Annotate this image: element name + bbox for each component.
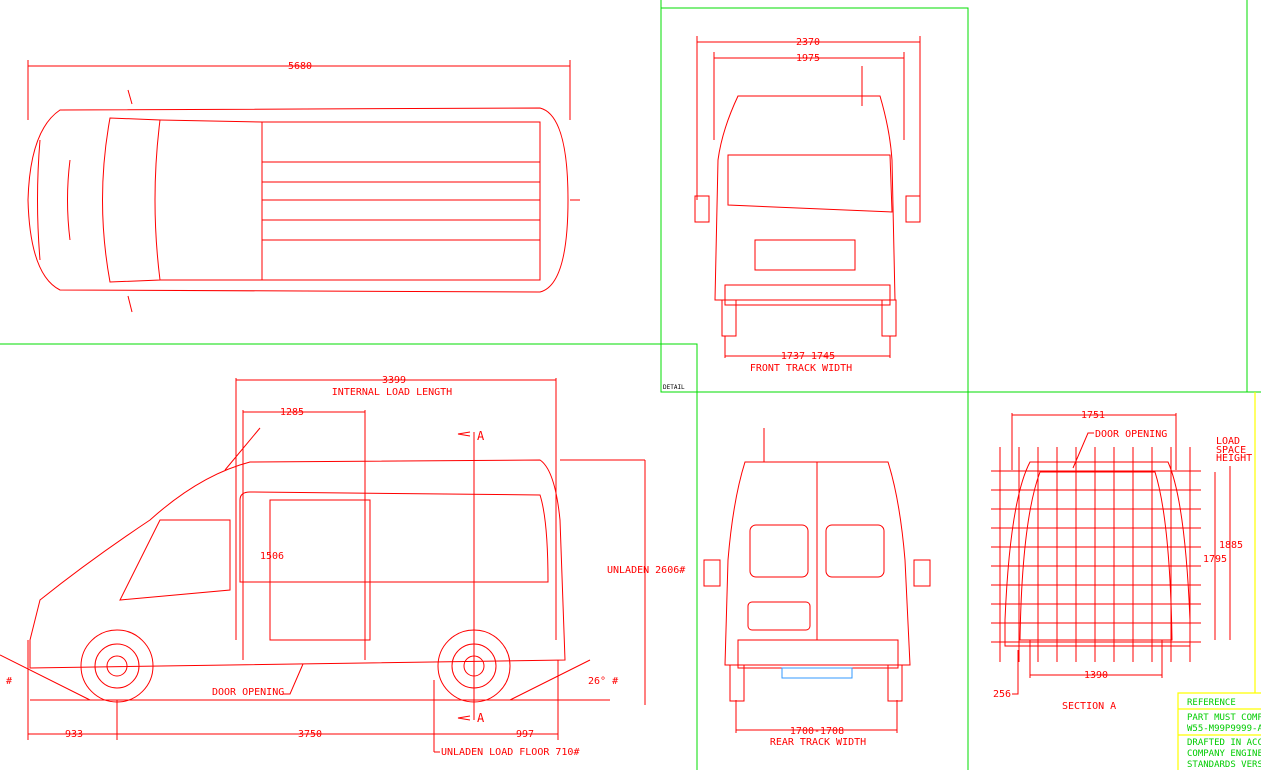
section-marker-top: A (477, 429, 485, 443)
door-width-dimension: 1285 (280, 407, 304, 418)
title-block-line-2: W55-M99P9999-A1 (1187, 724, 1261, 734)
front-view: 2370 1975 1737-1745 FRONT TRACK WIDTH (694, 36, 921, 374)
approach-angle: 8° # (0, 676, 12, 687)
title-block-line-1: PART MUST COMPL (1187, 713, 1261, 723)
plan-length-dimension: 5680 (288, 61, 312, 72)
section-marker-bottom: A (477, 711, 485, 725)
detail-label: DETAIL (663, 384, 685, 391)
front-overhang-dimension: 933 (65, 729, 83, 740)
front-track-width-value: 1737-1745 (781, 351, 835, 362)
section-height-outer: 1885 (1219, 540, 1243, 551)
title-block-line-4: COMPANY ENGINEER (1187, 749, 1261, 759)
section-floor-width: 1390 (1084, 670, 1108, 681)
load-space-height-label-2: SPACE (1216, 445, 1246, 456)
rear-track-width-label: REAR TRACK WIDTH (770, 737, 866, 748)
load-length-dimension: 3399 (382, 375, 406, 386)
rear-track-width-value: 1700-1708 (790, 726, 844, 737)
load-space-height-label-1: LOAD (1216, 436, 1240, 447)
load-floor-height: UNLADEN LOAD FLOOR 710# (441, 747, 579, 758)
plan-view: 5680 (27, 60, 580, 313)
load-space-height-label-3: HEIGHT (1216, 453, 1252, 464)
title-block: REFERENCE PART MUST COMPL W55-M99P9999-A… (1177, 392, 1261, 770)
section-height-inner: 1795 (1203, 554, 1227, 565)
load-length-label: INTERNAL LOAD LENGTH (332, 387, 452, 398)
front-overall-width: 2370 (796, 37, 820, 48)
reference-label: REFERENCE (1187, 698, 1236, 708)
section-width-dimension: 1751 (1081, 410, 1105, 421)
door-height-dimension: 1506 (260, 551, 284, 562)
front-track-width-label: FRONT TRACK WIDTH (750, 363, 852, 374)
unladen-height: UNLADEN 2606# (607, 565, 685, 576)
section-step-dimension: 256 (993, 689, 1011, 700)
section-a-title: SECTION A (1062, 701, 1116, 712)
section-a: 1751 DOOR OPENING LOAD SPACE HEIGHT 1885… (991, 410, 1252, 712)
side-view: 3399 INTERNAL LOAD LENGTH 1285 1506 A A … (0, 375, 685, 758)
rear-view: 1700-1708 REAR TRACK WIDTH (703, 428, 931, 748)
section-door-opening-label: DOOR OPENING (1095, 429, 1167, 440)
departure-angle: 26° # (588, 676, 618, 687)
title-block-line-3: DRAFTED IN ACCOR (1187, 738, 1261, 748)
door-opening-label: DOOR OPENING (212, 687, 284, 698)
wheelbase-dimension: 3750 (298, 729, 322, 740)
front-body-width: 1975 (796, 53, 820, 64)
rear-overhang-dimension: 997 (516, 729, 534, 740)
title-block-line-5: STANDARDS VERS (1187, 760, 1261, 770)
